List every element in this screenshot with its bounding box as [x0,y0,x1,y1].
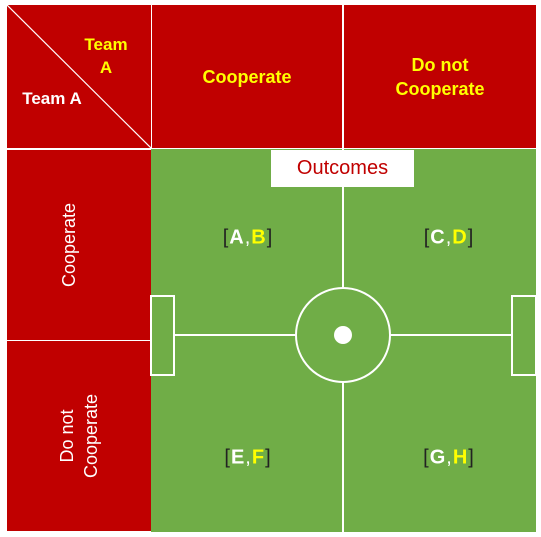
outcome-cell: [E,F] [224,446,272,469]
column-header-label: Do not Cooperate [395,54,485,99]
column-header-label: Cooperate [202,66,292,87]
corner-cell: Team A Team A [7,5,151,148]
column-header-cooperate: Cooperate [152,5,342,148]
center-spot [334,326,352,344]
outcome-cell: [G,H] [423,446,475,469]
corner-diagonal [7,5,151,148]
column-header-do-not-cooperate: Do not Cooperate [344,5,536,148]
corner-team-top: Team A [84,35,128,77]
row-header-cooperate: Cooperate [7,150,151,340]
goal-box-left [150,295,175,376]
outcome-cell: [A,B] [222,226,274,249]
outcomes-label: Outcomes [271,150,414,187]
goal-box-right [511,295,537,376]
row-header-do-not-cooperate: Do not Cooperate [7,341,151,531]
corner-team-bottom: Team A [22,89,82,108]
outcome-cell: [C,D] [423,226,475,249]
